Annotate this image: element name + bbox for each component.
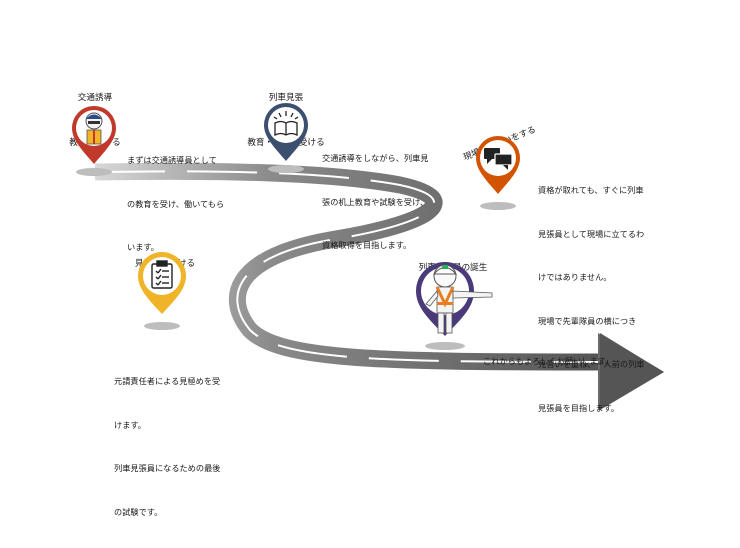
pin-marker bbox=[72, 106, 116, 176]
step-5-description: これからもよろしくお願いします。 bbox=[483, 325, 613, 398]
desc-line: の試験です。 bbox=[114, 506, 163, 517]
pin-marker bbox=[264, 103, 308, 173]
desc-line: 資格取得を目指します。 bbox=[322, 240, 412, 250]
desc-line: います。 bbox=[127, 242, 159, 252]
desc-line: けます。 bbox=[114, 419, 146, 430]
book-icon bbox=[273, 111, 299, 137]
clipboard-icon bbox=[151, 260, 173, 289]
step-1-description: まずは交通誘導員として の教育を受け、働いてもら います。 bbox=[127, 124, 224, 284]
desc-line: 資格が取れても、すぐに列車 bbox=[538, 185, 644, 195]
career-path-diagram: 交通誘導 教育を受ける まずは交通誘導員として の教育を受け、働いてもら います… bbox=[69, 93, 664, 517]
desc-line: の教育を受け、働いてもら bbox=[127, 198, 225, 209]
desc-line: 見張員として現場に立てるわ bbox=[538, 228, 645, 239]
step-2-description: 交通誘導をしながら、列車見 張の机上教育や試験を受け、 資格取得を目指します。 bbox=[322, 122, 428, 282]
guard-icon bbox=[85, 112, 103, 145]
desc-line: 現場で先輩隊員の横につき bbox=[538, 315, 637, 326]
chat-icon bbox=[484, 148, 513, 170]
desc-line: 見張員を目指します。 bbox=[538, 402, 620, 413]
desc-line: 元請責任者による見極めを受 bbox=[114, 376, 221, 386]
desc-line: 張の机上教育や試験を受け、 bbox=[322, 196, 429, 207]
desc-line: まずは交通誘導員として bbox=[127, 155, 217, 165]
step-3-description: 資格が取れても、すぐに列車 見張員として現場に立てるわ けではありません。 現場… bbox=[538, 154, 644, 444]
desc-line: これからもよろしくお願いします。 bbox=[483, 356, 614, 366]
road-path bbox=[94, 162, 664, 410]
pin-marker bbox=[138, 252, 186, 330]
step-2-label-line: 列車見張 bbox=[268, 93, 304, 103]
desc-line: 交通誘導をしながら、列車見 bbox=[322, 153, 429, 163]
desc-line: 見習いを重ね、一人前の列車 bbox=[538, 359, 645, 369]
step-1-label-line: 交通誘導 bbox=[77, 93, 113, 103]
step-4-description: 元請責任者による見極めを受 けます。 列車見張員になるための最後 の試験です。 bbox=[114, 345, 220, 548]
worker-icon bbox=[425, 264, 493, 334]
pin-marker bbox=[416, 262, 493, 350]
desc-line: けではありません。 bbox=[538, 272, 612, 282]
desc-line: 列車見張員になるための最後 bbox=[114, 463, 221, 473]
pin-marker bbox=[476, 136, 520, 210]
